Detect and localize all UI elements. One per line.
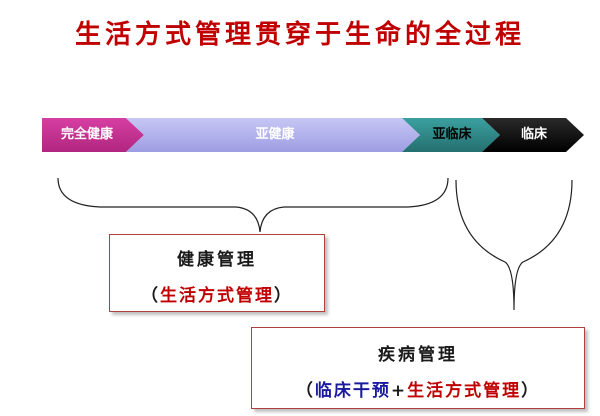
close-paren: ） (274, 286, 293, 306)
lifestyle-management-text: 生活方式管理 (407, 381, 522, 401)
open-paren: （ (295, 381, 315, 401)
clinical-intervention-text: 临床干预 (314, 381, 391, 401)
disease-management-box: 疾病管理 （临床干预+生活方式管理） (251, 327, 585, 409)
diagram-title: 生活方式管理贯穿于生命的全过程 (74, 20, 525, 50)
stage-label-healthy: 完全健康 (60, 127, 113, 142)
health-brace (57, 177, 449, 233)
health-management-title: 健康管理 (177, 250, 257, 270)
lifestyle-management-text: 生活方式管理 (160, 286, 274, 306)
disease-management-subtitle: （临床干预+生活方式管理） (252, 376, 584, 401)
disease-brace (455, 179, 573, 311)
plus-sign: + (390, 381, 408, 401)
close-paren: ） (521, 381, 541, 401)
stage-segment-subhealthy (126, 118, 420, 152)
stage-segment-subclinical (402, 118, 500, 152)
stage-segment-clinical (482, 118, 584, 152)
stage-label-clinical: 临床 (520, 127, 547, 142)
open-paren: （ (141, 286, 160, 306)
health-management-subtitle: （生活方式管理） (110, 281, 324, 306)
health-management-box: 健康管理 （生活方式管理） (109, 234, 325, 312)
stage-segment-healthy (42, 118, 144, 152)
stage-label-subclinical: 亚临床 (432, 127, 472, 142)
stage-label-subhealthy: 亚健康 (255, 127, 295, 142)
disease-management-title: 疾病管理 (378, 345, 458, 365)
